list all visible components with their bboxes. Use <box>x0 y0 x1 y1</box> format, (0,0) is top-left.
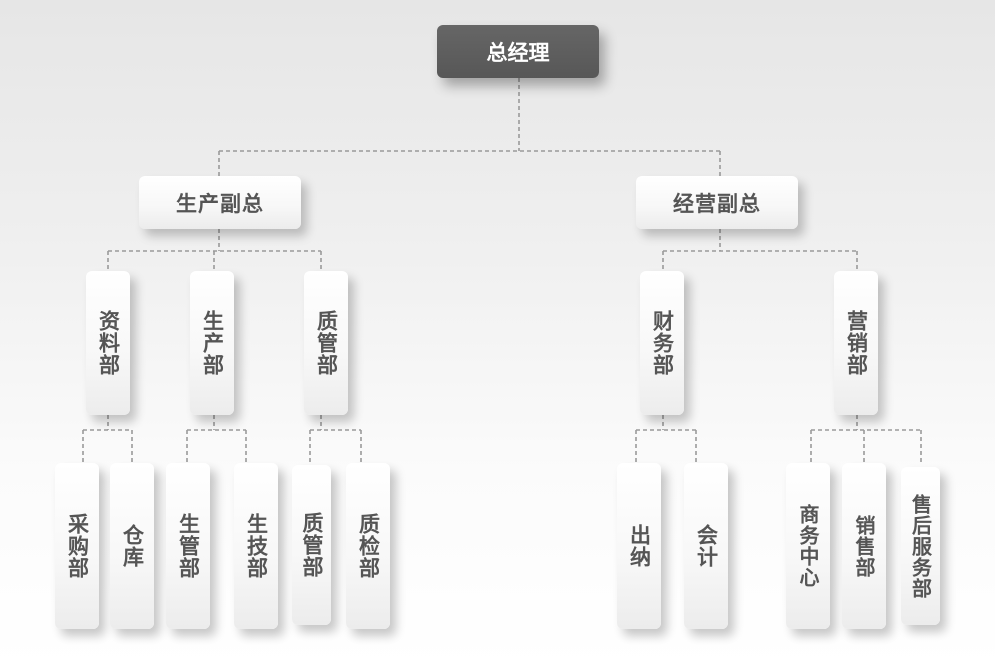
unit-node-accounting: 会计 <box>684 463 728 629</box>
department-node-production: 生产部 <box>190 271 234 415</box>
unit-node-production-engineering: 生技部 <box>234 463 278 629</box>
unit-node-quality-inspection: 质检部 <box>346 463 390 629</box>
unit-node-after-sales-service: 售后服务部 <box>901 467 940 625</box>
unit-node-production-control: 生管部 <box>166 463 210 629</box>
unit-node-business-center: 商务中心 <box>786 463 830 629</box>
department-node-marketing: 营销部 <box>834 271 878 415</box>
department-node-materials: 资料部 <box>86 271 130 415</box>
ceo-node: 总经理 <box>437 25 599 78</box>
unit-node-purchasing: 采购部 <box>55 463 99 629</box>
department-node-quality: 质管部 <box>304 271 348 415</box>
department-node-finance: 财务部 <box>640 271 684 415</box>
unit-node-sales: 销售部 <box>842 463 886 629</box>
unit-node-warehouse: 仓库 <box>110 463 154 629</box>
operations-vp-node: 经营副总 <box>636 176 798 229</box>
unit-node-cashier: 出纳 <box>617 463 661 629</box>
unit-node-quality-management: 质管部 <box>292 465 331 625</box>
production-vp-node: 生产副总 <box>139 176 301 229</box>
